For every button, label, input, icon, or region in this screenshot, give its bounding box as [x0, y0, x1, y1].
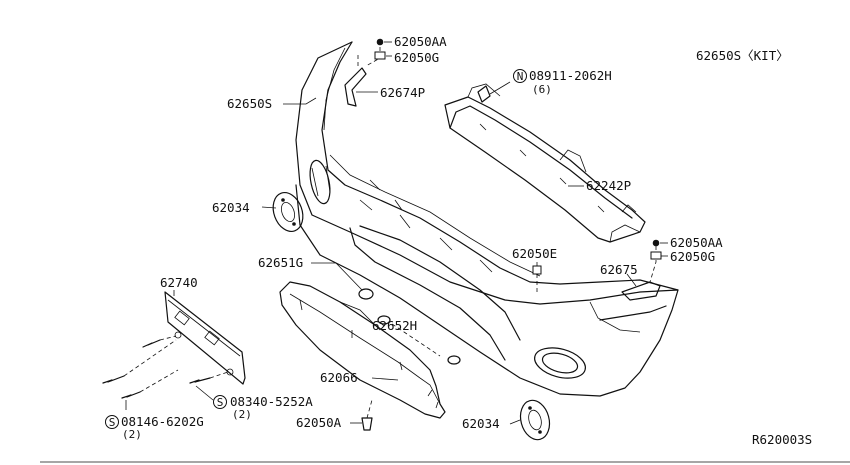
label-reinforcement: 62242P [586, 178, 631, 193]
lower-valance [279, 281, 446, 419]
leader-lines [125, 41, 668, 425]
label-bolt-s-qty: (2) [122, 428, 142, 441]
label-ref-code: R620003S [752, 432, 812, 447]
label-clip-g-top: 62050G [394, 50, 439, 65]
n-marker: N [513, 69, 527, 83]
label-clip-e: 62050E [512, 246, 557, 261]
label-clip-g-right: 62050G [670, 249, 715, 264]
svg-text:S: S [217, 396, 224, 409]
s-marker-bolt: S [105, 415, 119, 429]
svg-text:S: S [109, 416, 116, 429]
label-grommet-bottom: 62034 [462, 416, 500, 431]
label-bracket-left: 62674P [380, 85, 425, 100]
fasteners [102, 38, 662, 431]
grommet-left-shape [272, 192, 304, 232]
grommet-bottom-shape [519, 399, 551, 441]
label-grommet-left: 62034 [212, 200, 250, 215]
label-bracket-right: 62675 [600, 262, 638, 277]
label-screw-s-qty: (2) [232, 408, 252, 421]
bumper-reinforcement [444, 83, 646, 243]
label-clip-aa-top: 62050AA [394, 34, 447, 49]
bracket-right-shape [621, 246, 661, 301]
s-marker-screw: S [213, 395, 227, 409]
label-screw-s: 08340-5252A [230, 394, 313, 409]
label-clip-h: 62652H [372, 318, 417, 333]
label-clip-a: 62050A [296, 415, 342, 430]
label-bolt-s: 08146-6202G [121, 414, 204, 429]
label-bolt-n: 08911-2062H [529, 68, 612, 83]
label-license-plate: 62740 [160, 275, 198, 290]
label-bolt-n-qty: (6) [532, 83, 552, 96]
label-kit: 62650S〈KIT〉 [696, 48, 789, 63]
bracket-left-shape [344, 40, 381, 107]
svg-text:N: N [517, 70, 524, 83]
label-bumper: 62650S [227, 96, 272, 111]
label-seal-g: 62651G [258, 255, 303, 270]
label-lower-valance: 62066 [320, 370, 358, 385]
label-clip-aa-right: 62050AA [670, 235, 723, 250]
license-plate-bracket [164, 291, 246, 385]
front-bumper-fascia [295, 41, 679, 397]
